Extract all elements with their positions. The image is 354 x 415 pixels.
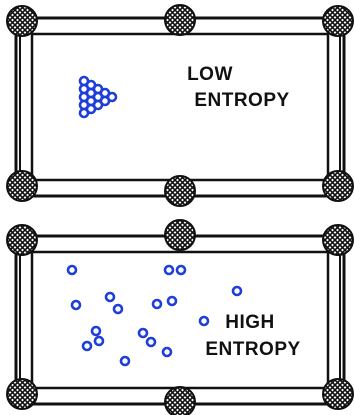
pocket-side: [165, 220, 195, 250]
pocket-corner: [323, 225, 353, 255]
table-label-line-2: ENTROPY: [205, 339, 300, 360]
ball: [121, 357, 129, 365]
table-label-line-2: ENTROPY: [194, 90, 289, 111]
ball: [68, 266, 76, 274]
ball: [177, 266, 185, 274]
table-label-line-1: HIGH: [225, 312, 275, 333]
ball: [106, 293, 114, 301]
ball: [92, 327, 100, 335]
pocket-corner: [7, 171, 37, 201]
ball: [200, 317, 208, 325]
ball: [83, 342, 91, 350]
pocket-corner: [323, 6, 353, 36]
table-label-line-1: LOW: [187, 64, 233, 85]
ball: [72, 301, 80, 309]
pocket-corner: [323, 379, 353, 409]
pocket-corner: [7, 225, 37, 255]
ball: [165, 266, 173, 274]
ball: [114, 305, 122, 313]
pocket-corner: [7, 379, 37, 409]
ball: [153, 300, 161, 308]
ball: [168, 297, 176, 305]
ball: [95, 337, 103, 345]
low-entropy-table: LOW ENTROPY: [7, 5, 353, 206]
pocket-side: [165, 5, 195, 35]
pocket-corner: [323, 171, 353, 201]
pocket-side: [165, 387, 195, 415]
ball: [147, 338, 155, 346]
ball: [233, 287, 241, 295]
ball: [139, 329, 147, 337]
ball: [108, 93, 116, 101]
pocket-corner: [7, 6, 37, 36]
pocket-side: [165, 176, 195, 206]
ball: [163, 348, 171, 356]
high-entropy-table: HIGH ENTROPY: [7, 220, 353, 415]
